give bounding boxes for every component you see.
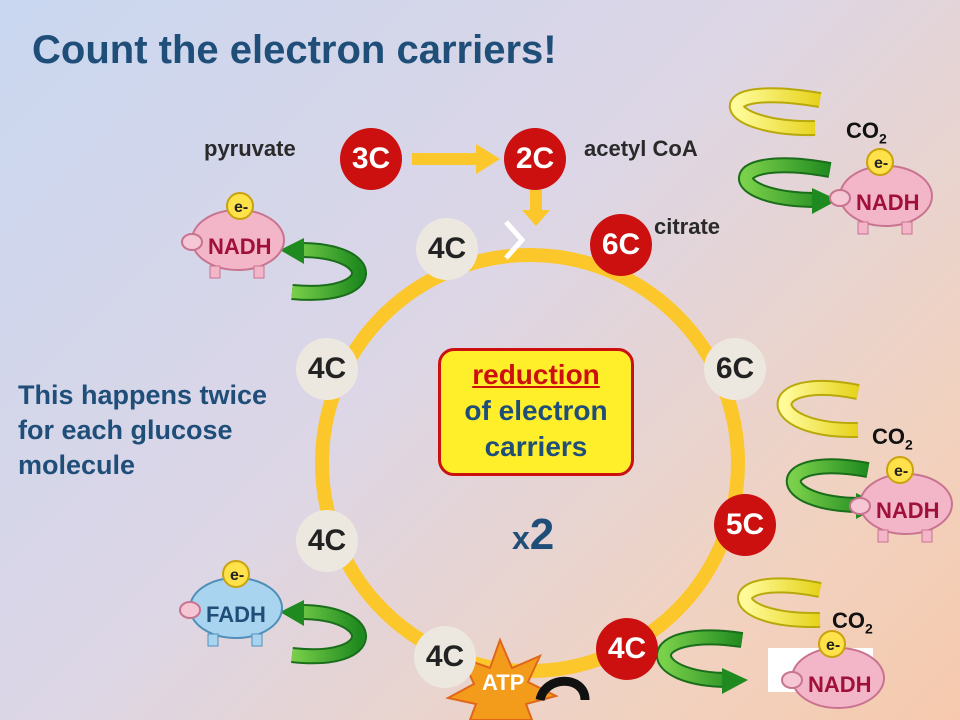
nadh-pig-bottom-right: e- NADH	[781, 630, 885, 709]
svg-text:e-: e-	[234, 199, 248, 216]
acetyl-down-arrow	[522, 190, 550, 226]
co2-label-top: CO2	[846, 118, 887, 147]
multiplier: x2	[512, 510, 555, 559]
curl-arrow	[535, 676, 590, 702]
ring-entry-arrowhead	[504, 220, 526, 260]
svg-text:NADH: NADH	[808, 672, 872, 697]
oxaloacetate-node: 4C	[416, 218, 478, 280]
svg-text:e-: e-	[874, 155, 888, 172]
svg-text:NADH: NADH	[208, 234, 272, 259]
co2-label-mid: CO2	[872, 424, 913, 453]
fadh-pig-left: e- FADH	[179, 560, 283, 647]
svg-text:e-: e-	[826, 637, 840, 654]
svg-text:FADH: FADH	[206, 602, 266, 627]
atp-label: ATP	[482, 670, 525, 695]
page-title: Count the electron carriers!	[32, 28, 557, 72]
ketoglutarate-node: 5C	[714, 494, 776, 556]
box-line-2: of electron	[464, 395, 608, 426]
malate-node: 4C	[296, 338, 358, 400]
fumarate-node: 4C	[296, 510, 358, 572]
svg-text:NADH: NADH	[856, 190, 920, 215]
acetyl-node: 2C	[504, 128, 566, 190]
nadh-pig-top-right: e- NADH	[829, 148, 933, 235]
pyruvate-node: 3C	[340, 128, 402, 190]
succinate-node: 4C	[414, 626, 476, 688]
pyruvate-arrow	[412, 144, 500, 174]
nadh-pig-left: e- NADH	[181, 192, 285, 279]
svg-text:NADH: NADH	[876, 498, 940, 523]
isocitrate-node: 6C	[704, 338, 766, 400]
acetyl-coa-label: acetyl CoA	[584, 136, 698, 161]
citrate-node: 6C	[590, 214, 652, 276]
side-note: This happens twice for each glucose mole…	[18, 380, 268, 480]
reduction-word: reduction	[472, 359, 600, 390]
svg-text:e-: e-	[894, 463, 908, 480]
succinyl-node: 4C	[596, 618, 658, 680]
pyruvate-label: pyruvate	[204, 136, 296, 161]
nadh-pig-mid-right: e- NADH	[849, 456, 953, 543]
reduction-box: reduction of electron carriers	[438, 348, 634, 476]
svg-text:e-: e-	[230, 567, 244, 584]
box-line-3: carriers	[484, 431, 588, 462]
co2-label-bottom: CO2	[832, 608, 873, 637]
citrate-label: citrate	[654, 214, 721, 239]
